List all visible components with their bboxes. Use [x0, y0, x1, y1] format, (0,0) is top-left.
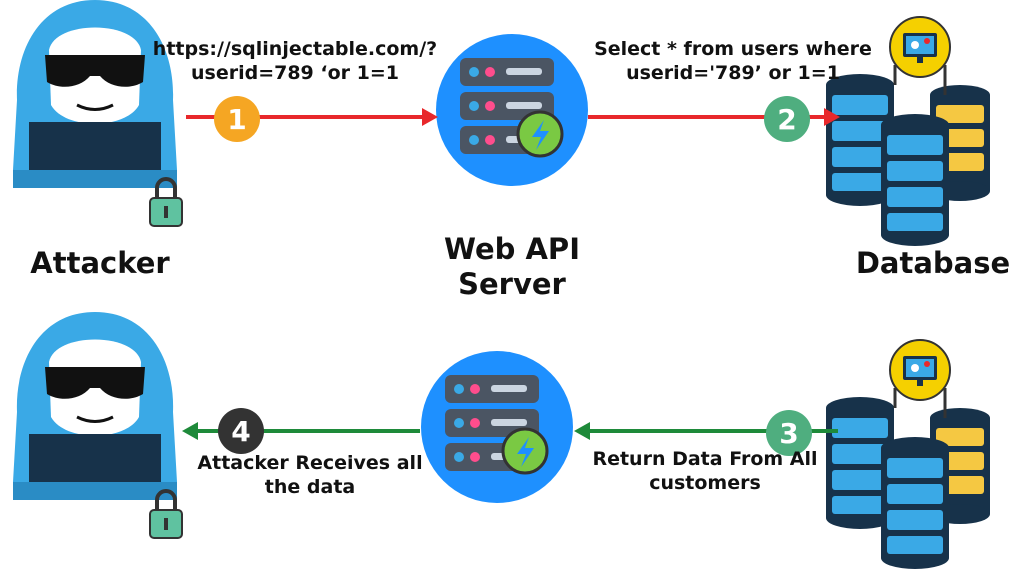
response-text: Return Data From All customers — [580, 448, 830, 496]
request-url-line2: userid=789 ‘or 1=1 — [190, 61, 400, 84]
step-3-badge: 3 — [766, 410, 812, 456]
step-4-badge: 4 — [218, 408, 264, 454]
database-label: Database — [855, 246, 1011, 280]
request-url-text: https://sqlinjectable.com/? userid=789 ‘… — [140, 38, 450, 86]
response-line1: Return Data From All — [592, 448, 818, 470]
server-icon-top — [434, 32, 590, 188]
attacker-label: Attacker — [30, 246, 170, 280]
sql-query-line2: userid='789’ or 1=1 — [626, 61, 840, 84]
server-label-line2: Server — [458, 266, 566, 301]
result-line1: Attacker Receives all — [197, 452, 423, 474]
sql-query-text: Select * from users where userid='789’ o… — [588, 38, 878, 86]
database-icon-bottom — [826, 340, 990, 569]
step-1-badge: 1 — [214, 96, 260, 142]
attacker-icon-bottom — [11, 310, 184, 540]
server-label-line1: Web API — [444, 232, 580, 266]
step-2-badge: 2 — [764, 96, 810, 142]
response-line2: customers — [649, 471, 761, 494]
result-text: Attacker Receives all the data — [190, 452, 430, 500]
server-icon-bottom — [419, 349, 575, 505]
attacker-icon-top — [11, 0, 184, 228]
result-line2: the data — [264, 475, 356, 498]
sql-query-line1: Select * from users where — [594, 38, 872, 60]
server-label: Web API Server — [412, 232, 612, 302]
request-url-line1: https://sqlinjectable.com/? — [152, 38, 438, 60]
